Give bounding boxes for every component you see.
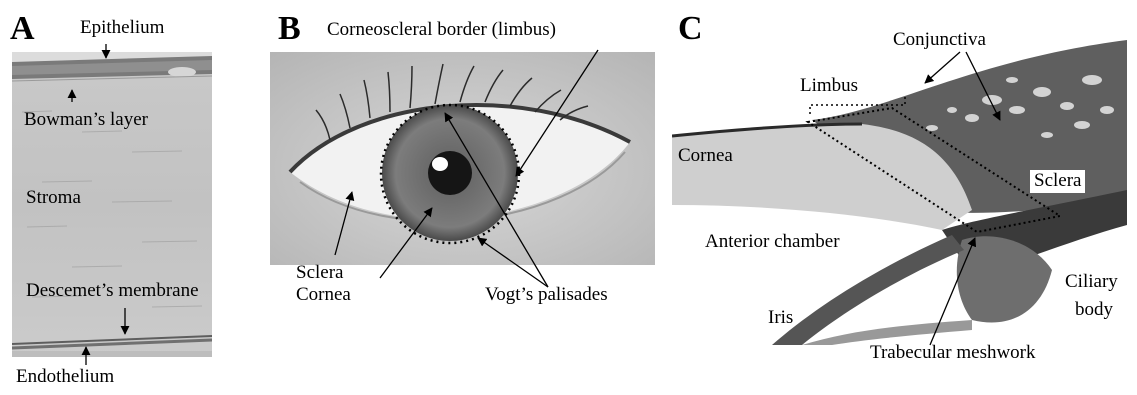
- eye-photograph-graphic: [270, 52, 655, 265]
- label-conjunctiva: Conjunctiva: [893, 30, 986, 51]
- label-corneoscleral-border: Corneoscleral border (limbus): [327, 20, 556, 41]
- label-cornea-c: Cornea: [678, 146, 733, 167]
- label-epithelium: Epithelium: [80, 18, 164, 39]
- eye-photograph: [270, 52, 655, 265]
- panel-b-letter: B: [278, 12, 301, 46]
- label-trabecular-meshwork: Trabecular meshwork: [870, 343, 1036, 364]
- panel-a-letter: A: [10, 12, 35, 46]
- label-stroma: Stroma: [26, 188, 81, 209]
- label-anterior-chamber: Anterior chamber: [705, 232, 840, 253]
- label-cornea-b: Cornea: [296, 285, 351, 306]
- label-iris: Iris: [768, 308, 793, 329]
- label-descemets-membrane: Descemet’s membrane: [26, 281, 199, 302]
- label-sclera-b: Sclera: [296, 263, 343, 284]
- label-vogts-palisades: Vogt’s palisades: [485, 285, 608, 306]
- label-sclera-c: Sclera: [1030, 170, 1085, 193]
- label-ciliary-line2: body: [1075, 300, 1113, 321]
- label-endothelium: Endothelium: [16, 367, 114, 388]
- label-ciliary-line1: Ciliary: [1065, 272, 1118, 293]
- label-limbus: Limbus: [800, 76, 858, 97]
- label-bowmans-layer: Bowman’s layer: [24, 110, 148, 131]
